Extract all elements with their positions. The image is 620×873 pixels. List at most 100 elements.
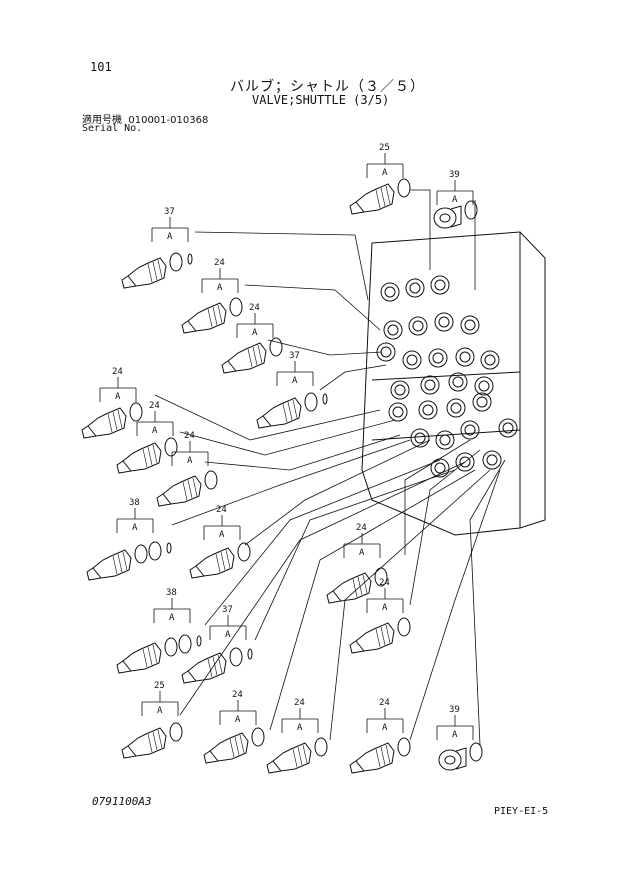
fitting-hex-line [157,259,163,279]
part-number-label: 24 [249,303,260,313]
port-hole [410,428,430,448]
fitting-nose [116,460,132,474]
o-ring-seal [397,617,411,637]
fitting: 24A [349,578,411,654]
leader-line [204,434,401,471]
fitting-body [272,742,312,772]
fitting: 24A [156,431,218,507]
valve-block [361,231,546,536]
port-thread [422,404,434,416]
part-number-label: 24 [356,523,367,533]
leader-line [267,339,383,356]
fitting-hex-line [192,477,198,497]
callout-bracket [99,377,137,402]
leader-line [179,461,466,716]
sub-assembly-label: A [115,392,121,402]
callout-bracket [366,708,404,733]
part-number-label: 37 [164,207,175,217]
port-hole [380,282,400,302]
o-ring-seal [374,567,388,587]
fitting-hex-line [212,306,218,326]
fitting-nose [121,275,137,289]
fitting-nose [203,750,219,764]
fitting: 24A [326,523,388,604]
callout-bracket [276,361,314,386]
leader-line [254,469,456,641]
fitting: 24A [116,401,178,474]
serial-label-english: Serial No. [82,123,143,134]
fitting-hex-line [292,399,298,419]
o-ring-seal [229,647,243,667]
part-number-label: 39 [449,705,460,715]
o-ring-seal [247,648,253,660]
o-ring-seal [251,727,265,747]
port-hole [472,392,492,412]
port-thread [406,354,418,366]
fitting-hex-line [297,746,303,766]
o-ring-seal [322,393,328,405]
part-number-label: 37 [222,605,233,615]
o-ring-seal [187,253,193,265]
callout-bracket [201,268,239,293]
fitting-hex-line [252,346,258,366]
o-ring-seal [269,337,283,357]
leader-line [244,439,431,546]
sub-assembly-label: A [167,232,173,242]
port-thread [432,352,444,364]
fitting-body [195,547,235,577]
fitting-body [87,407,127,437]
leader-line [154,394,381,441]
leader-line [409,449,481,606]
drawing-number: 0791100A3 [92,795,152,808]
page-code: PIEY-EI-5 [494,806,549,817]
fitting-hex-line [385,185,391,205]
fitting: 24A [221,303,283,374]
o-ring-seal [314,737,328,757]
fitting-hex-line [122,551,128,571]
port-thread [434,462,446,474]
o-ring-seal [169,252,183,272]
fitting-hex-line [152,644,158,664]
sub-assembly-label: A [382,168,388,178]
fitting-nose [181,670,197,684]
fitting-nose [81,425,97,439]
sub-assembly-label: A [225,630,231,640]
port-hole [418,400,438,420]
fitting-nose [116,660,132,674]
port-thread [409,282,421,294]
o-ring-seal [397,737,411,757]
fitting-body [209,732,249,762]
leader-line [410,189,431,270]
port-thread [484,354,496,366]
port-thread [392,406,404,418]
fitting-hex-line [207,308,213,328]
plug-thread [450,205,462,228]
sub-assembly-label: A [217,283,223,293]
fitting-hex-line [282,403,288,423]
serial-line: 適用号機 010001-010368 [82,111,208,126]
port-hole [448,372,468,392]
fitting-nose [266,760,282,774]
sub-assembly-label: A [382,723,388,733]
port-thread [414,432,426,444]
fitting-body [162,475,202,505]
port-thread [464,424,476,436]
sub-assembly-label: A [292,376,298,386]
fitting-body [332,572,372,602]
o-ring-seal [304,392,318,412]
fitting-hex-line [352,578,358,598]
o-ring-seal [204,470,218,490]
part-number-label: 24 [232,690,243,700]
port-thread [387,324,399,336]
fitting-body [92,549,132,579]
fitting-hex-line [220,551,226,571]
callout-bracket [219,700,257,725]
o-ring-seal [166,542,172,554]
plug-thread [455,747,467,770]
callout-bracket [116,508,154,533]
port-thread [384,286,396,298]
fitting-hex-line [380,626,386,646]
fitting-hex-line [112,555,118,575]
fitting-body [355,742,395,772]
part-number-label: 24 [214,258,225,268]
